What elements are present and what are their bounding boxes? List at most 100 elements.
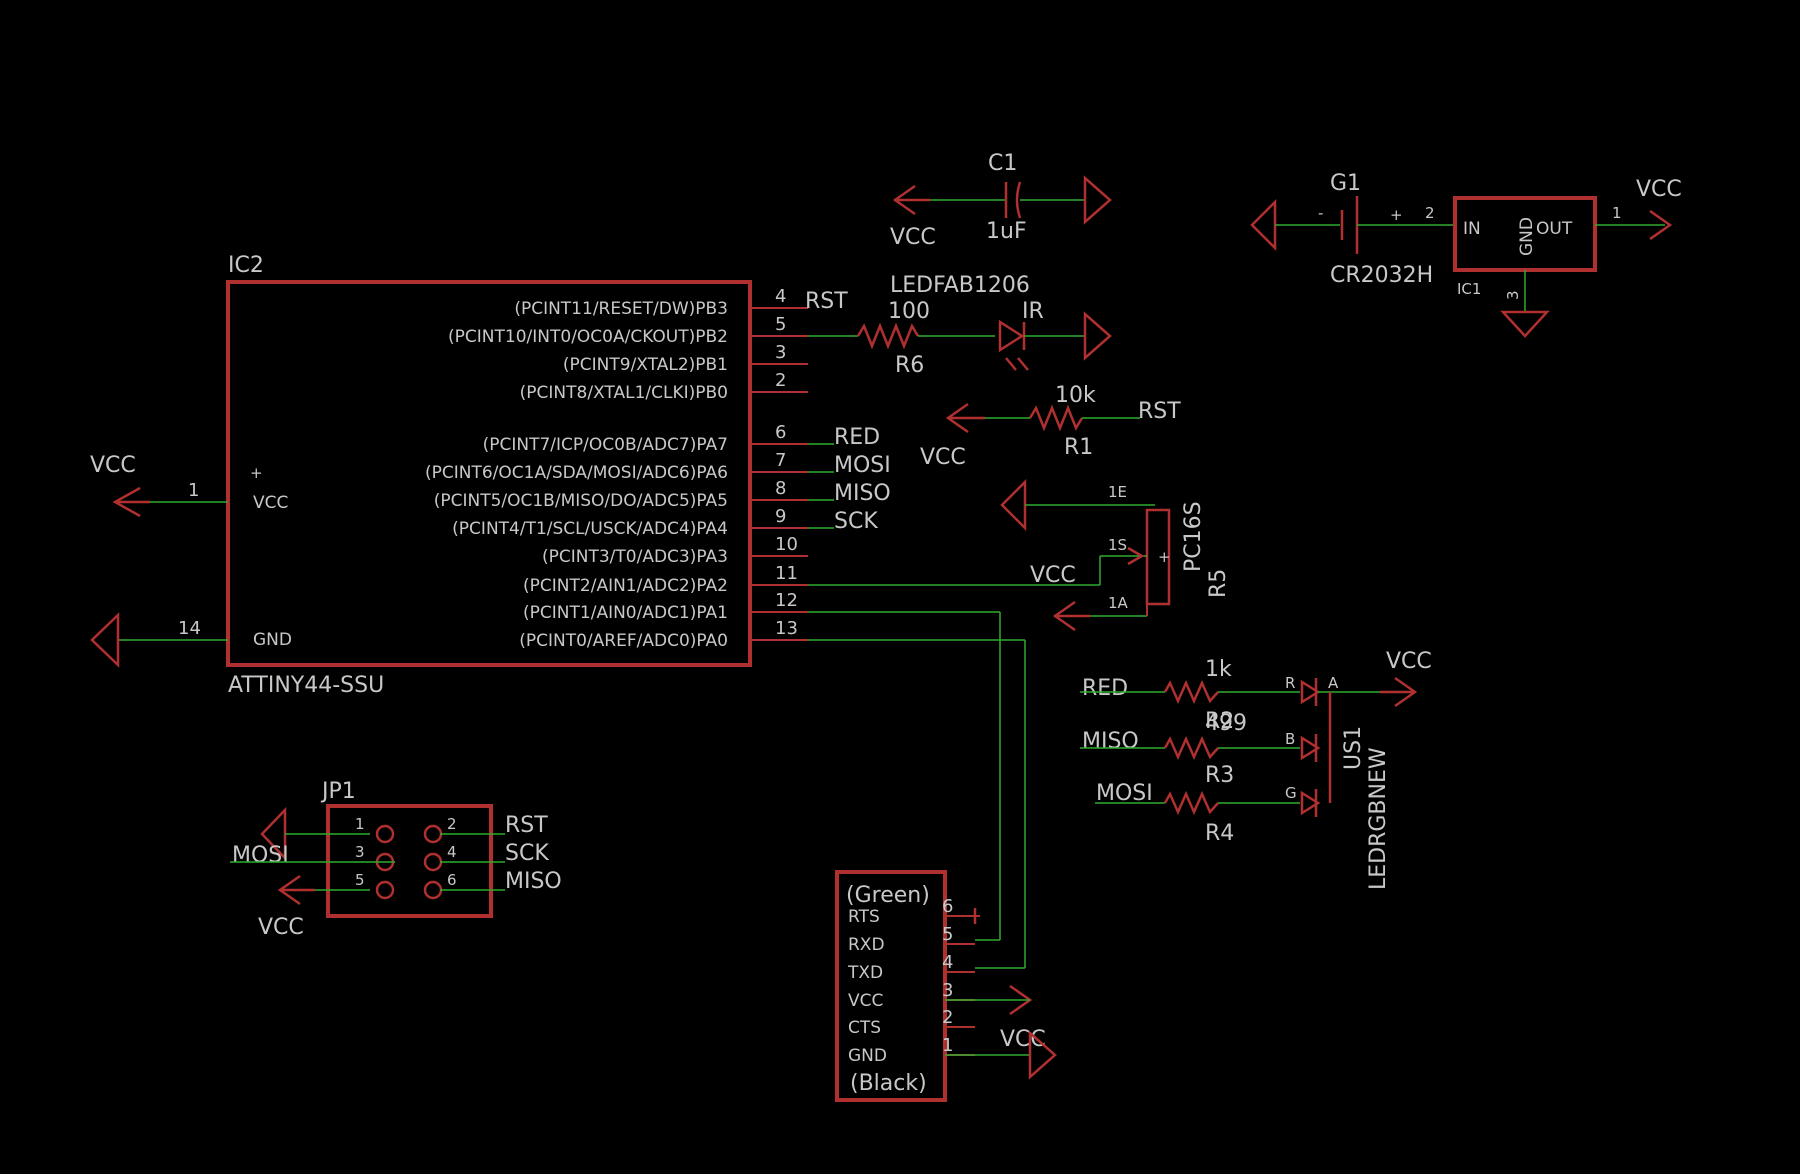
g1-minus: - xyxy=(1318,204,1323,222)
vcc-arrow-icon xyxy=(892,184,930,216)
jp1-pin-num: 5 xyxy=(355,871,365,889)
led-package: LEDFAB1206 xyxy=(890,273,1030,298)
r1-vcc-label: VCC xyxy=(920,445,966,470)
ic2-gnd-pin: GND xyxy=(253,630,292,650)
jp1-rst-net: RST xyxy=(505,813,548,838)
ic1-out-num: 1 xyxy=(1612,204,1622,222)
r6-name: R6 xyxy=(895,353,924,378)
jp1-sck-net: SCK xyxy=(505,841,549,866)
gnd-symbol-icon xyxy=(1250,198,1277,252)
rgb-red-net: RED xyxy=(1082,676,1128,701)
ic2-pin-num: 4 xyxy=(775,286,786,307)
ic2-plus: + xyxy=(250,464,263,482)
g1-pin-num: 2 xyxy=(1425,204,1435,222)
jp1-pad xyxy=(423,880,443,900)
ic1-in: IN xyxy=(1463,219,1481,239)
resistor-r1[interactable]: VCC 10k R1 RST xyxy=(920,383,1181,470)
net-label-miso: MISO xyxy=(834,481,891,506)
ftdi-pin-name: GND xyxy=(848,1046,887,1066)
jp1-pin-num: 2 xyxy=(447,815,457,833)
rgb-r2-name: R2 xyxy=(1205,709,1234,734)
capacitor-c1[interactable]: C1 1uF VCC xyxy=(890,151,1112,250)
ftdi-pin-num: 1 xyxy=(942,1035,953,1056)
ic2-attiny44[interactable]: IC2 ATTINY44-SSU + VCC GND (PCINT11/RESE… xyxy=(90,253,834,698)
r5-value: PC16S xyxy=(1181,501,1206,572)
ftdi-pin-num: 2 xyxy=(942,1007,953,1028)
r5-name: R5 xyxy=(1206,569,1231,598)
vcc-arrow-icon xyxy=(112,486,150,518)
vcc-arrow-icon xyxy=(1052,600,1090,632)
r5-pin-1s: 1S xyxy=(1108,536,1127,554)
ic2-pin-name: (PCINT6/OC1A/SDA/MOSI/ADC6)PA6 xyxy=(425,463,728,483)
rgb-led-us1[interactable]: RED 1k R2 R A VCC MISO 499 R3 B MOSI R4 … xyxy=(1080,649,1432,890)
ftdi-pin-name: CTS xyxy=(848,1018,881,1038)
c1-vcc-label: VCC xyxy=(890,225,936,250)
ic2-pin-num: 7 xyxy=(775,450,786,471)
jp1-pin-num: 4 xyxy=(447,843,457,861)
gnd-symbol-icon xyxy=(1028,1030,1057,1080)
ic2-gnd-num: 14 xyxy=(178,618,201,639)
vcc-arrow-icon xyxy=(1380,676,1418,708)
gnd-symbol-icon xyxy=(1083,175,1112,225)
r6-value: 100 xyxy=(888,299,930,324)
rgb-r3-value: 499 xyxy=(1205,711,1247,736)
jp1-name: JP1 xyxy=(320,779,356,804)
ftdi-pin-name: TXD xyxy=(847,963,883,983)
r5-wiper-plus: + xyxy=(1158,548,1171,566)
jp1-pin-num: 1 xyxy=(355,815,365,833)
rgb-r4-name: R4 xyxy=(1205,821,1234,846)
battery-g1[interactable]: G1 - + 2 CR2032H xyxy=(1250,171,1455,288)
rgb-mosi-net: MOSI xyxy=(1096,781,1153,806)
jp1-mosi-net: MOSI xyxy=(232,843,289,868)
ic2-pin-name: (PCINT11/RESET/DW)PB3 xyxy=(514,299,728,319)
potentiometer-r5[interactable]: 1E 1S VCC + 1A PC16S R5 xyxy=(810,478,1231,632)
vcc-arrow-icon xyxy=(1649,209,1673,241)
net-label-red: RED xyxy=(834,425,880,450)
resistor-r6[interactable]: 100 R6 xyxy=(808,299,995,378)
ftdi-pin-num: 3 xyxy=(942,980,953,1001)
ic2-vcc-pin: VCC xyxy=(253,493,288,513)
ic2-pin-list: (PCINT11/RESET/DW)PB3 4 (PCINT10/INT0/OC0A… xyxy=(425,286,834,651)
r5-pin-1e: 1E xyxy=(1108,483,1127,501)
ic1-gnd-num: 3 xyxy=(1504,290,1522,300)
ic1-out: OUT xyxy=(1536,219,1573,239)
ic2-pin-num: 13 xyxy=(775,618,798,639)
jp1-pad xyxy=(423,852,443,872)
ftdi-pin-num: 4 xyxy=(942,952,953,973)
vcc-arrow-icon xyxy=(277,874,315,906)
ic2-pin-num: 12 xyxy=(775,590,798,611)
rgb-value: LEDRGBNEW xyxy=(1366,747,1391,890)
rgb-pin-a: A xyxy=(1328,674,1339,692)
ic2-value: ATTINY44-SSU xyxy=(228,673,384,698)
ic2-pin-name: (PCINT4/T1/SCL/USCK/ADC4)PA4 xyxy=(452,519,728,539)
r5-vcc-label: VCC xyxy=(1030,563,1076,588)
vcc-arrow-icon xyxy=(945,402,985,434)
ic2-pin-num: 10 xyxy=(775,534,798,555)
ic2-pin-num: 6 xyxy=(775,422,786,443)
jp1-miso-net: MISO xyxy=(505,869,562,894)
c1-name: C1 xyxy=(988,151,1017,176)
r5-pin-1a: 1A xyxy=(1108,594,1129,612)
ic2-pin-name: (PCINT9/XTAL2)PB1 xyxy=(563,355,728,375)
ftdi-pin-name: RXD xyxy=(848,935,885,955)
ic2-pin-num: 3 xyxy=(775,342,786,363)
ic2-pin-num: 8 xyxy=(775,478,786,499)
ic2-vcc-num: 1 xyxy=(188,480,199,501)
ic2-vcc-net: VCC xyxy=(90,453,136,478)
rgb-pin-b: B xyxy=(1285,730,1295,748)
ftdi-bottom: (Black) xyxy=(850,1071,927,1096)
g1-value: CR2032H xyxy=(1330,263,1433,288)
ic1-name: IC1 xyxy=(1457,280,1481,298)
led-ir[interactable]: LEDFAB1206 IR xyxy=(890,273,1112,371)
ic2-pin-name: (PCINT1/AIN0/ADC1)PA1 xyxy=(523,603,728,623)
jp1-pad xyxy=(375,880,395,900)
ic2-pin-name: (PCINT10/INT0/OC0A/CKOUT)PB2 xyxy=(448,327,728,347)
jp1-pad xyxy=(423,824,443,844)
rgb-pin-r: R xyxy=(1285,674,1295,692)
regulator-ic1[interactable]: IN OUT GND IC1 1 VCC 3 xyxy=(1453,177,1682,338)
